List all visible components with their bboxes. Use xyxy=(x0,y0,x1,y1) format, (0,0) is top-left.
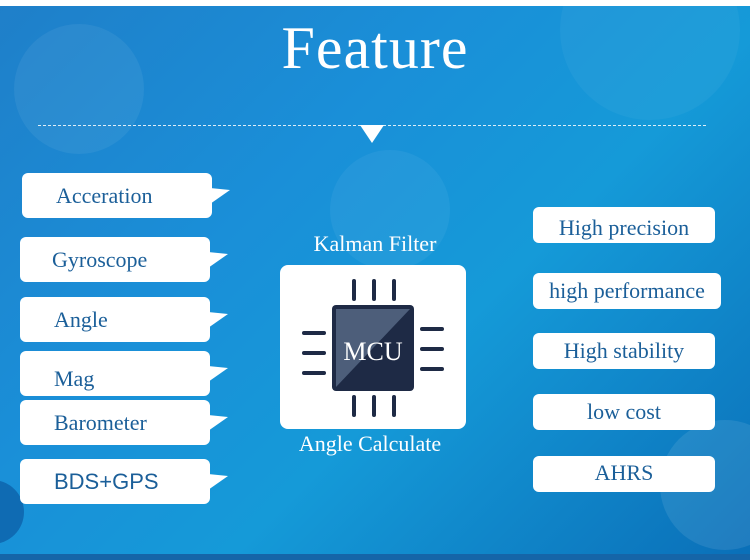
divider-arrow-icon xyxy=(360,125,384,143)
input-acceleration: Acceration xyxy=(22,173,230,218)
decor-circle xyxy=(14,24,144,154)
input-label: Acceration xyxy=(56,182,153,208)
feature-low-cost: low cost xyxy=(533,394,715,430)
input-label: Mag xyxy=(54,366,95,391)
top-edge xyxy=(0,0,750,6)
input-bds-gps: BDS+GPS xyxy=(20,459,228,504)
feature-ahrs: AHRS xyxy=(533,456,715,492)
input-label: BDS+GPS xyxy=(54,468,159,494)
feature-label: High stability xyxy=(563,338,685,363)
input-mag: Mag xyxy=(20,351,228,396)
feature-label: High precision xyxy=(558,215,690,240)
chip-label: MCU xyxy=(343,337,402,366)
input-label: Angle xyxy=(54,306,108,332)
feature-high-precision: High precision xyxy=(533,207,715,243)
input-gyroscope: Gyroscope xyxy=(20,237,228,282)
feature-label: AHRS xyxy=(594,460,654,485)
angle-calculate-label: Angle Calculate xyxy=(298,431,442,456)
input-label: Gyroscope xyxy=(52,246,148,272)
input-angle: Angle xyxy=(20,297,228,342)
kalman-filter-label: Kalman Filter xyxy=(313,231,437,256)
page-title: Feature xyxy=(281,15,469,81)
bottom-edge xyxy=(0,554,750,560)
feature-high-performance: high performance xyxy=(533,273,721,309)
feature-label: low cost xyxy=(587,399,661,424)
input-label: Barometer xyxy=(54,409,147,435)
microchip-icon: MCU xyxy=(302,279,444,417)
mcu-card: MCU xyxy=(280,265,466,429)
feature-label: high performance xyxy=(549,278,705,303)
feature-high-stability: High stability xyxy=(533,333,715,369)
input-barometer: Barometer xyxy=(20,400,228,445)
decor-circle xyxy=(330,150,450,270)
